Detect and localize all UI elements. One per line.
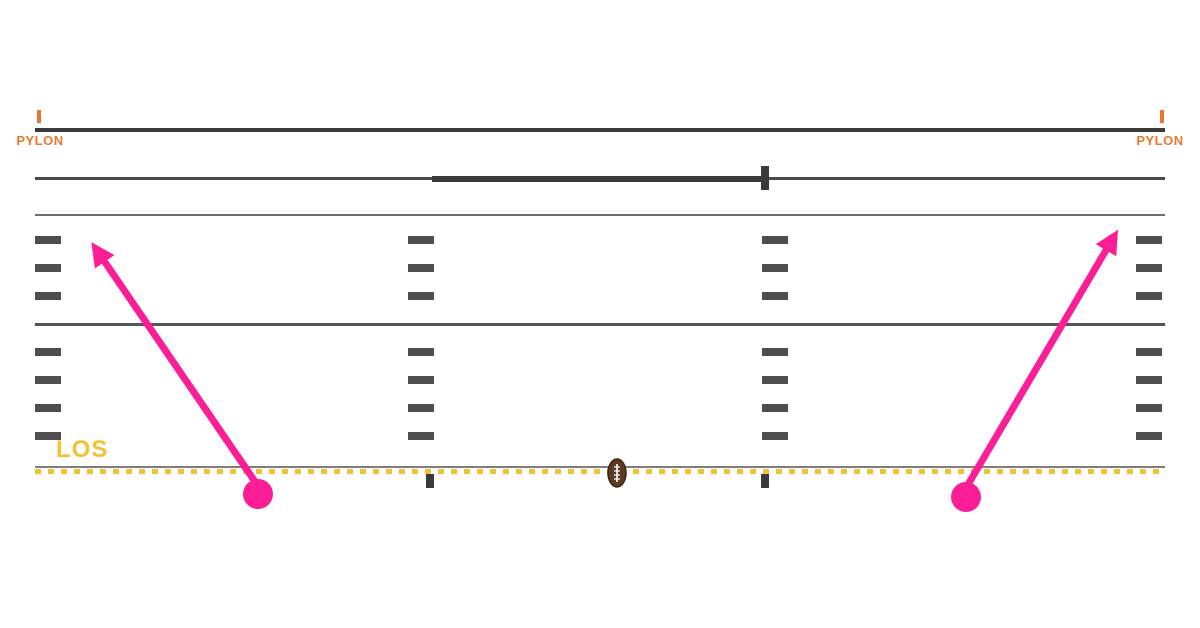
hash-tick — [426, 474, 434, 488]
hash-mark — [408, 292, 434, 300]
hash-mark — [35, 432, 61, 440]
yard-line-mid-dark-segment — [432, 176, 762, 182]
hash-mark — [35, 404, 61, 412]
hash-tick — [761, 166, 769, 190]
hash-mark — [762, 376, 788, 384]
yard-line — [35, 214, 1165, 216]
hash-mark — [1136, 236, 1162, 244]
hash-mark — [762, 236, 788, 244]
hash-mark — [762, 348, 788, 356]
hash-mark — [1136, 432, 1162, 440]
yard-line — [35, 323, 1165, 326]
pylon-right-tick-icon — [1160, 110, 1164, 123]
goal-line — [35, 128, 1165, 132]
hash-mark — [1136, 292, 1162, 300]
hash-mark — [408, 236, 434, 244]
hash-mark — [762, 292, 788, 300]
route-left-arrow — [91, 242, 261, 488]
route-right-arrow — [962, 229, 1119, 490]
hash-mark — [1136, 376, 1162, 384]
hash-mark — [35, 376, 61, 384]
hash-mark — [408, 348, 434, 356]
hash-mark — [408, 376, 434, 384]
receiver-right-marker — [951, 482, 981, 512]
hash-mark — [762, 432, 788, 440]
pylon-right-label: PYLON — [1136, 133, 1184, 148]
hash-mark — [1136, 404, 1162, 412]
hash-tick — [761, 474, 769, 488]
line-of-scrimmage-dotted-line — [35, 469, 1165, 474]
hash-mark — [35, 292, 61, 300]
yard-line — [35, 466, 1165, 468]
hash-mark — [408, 432, 434, 440]
hash-mark — [35, 348, 61, 356]
receiver-left-marker — [243, 479, 273, 509]
pylon-left-tick-icon — [37, 110, 41, 123]
pylon-left-label: PYLON — [16, 133, 64, 148]
hash-mark — [408, 404, 434, 412]
hash-mark — [35, 236, 61, 244]
hash-mark — [408, 264, 434, 272]
hash-mark — [762, 264, 788, 272]
los-label: LOS — [56, 436, 109, 463]
hash-mark — [1136, 264, 1162, 272]
hash-mark — [762, 404, 788, 412]
hash-mark — [1136, 348, 1162, 356]
hash-mark — [35, 264, 61, 272]
